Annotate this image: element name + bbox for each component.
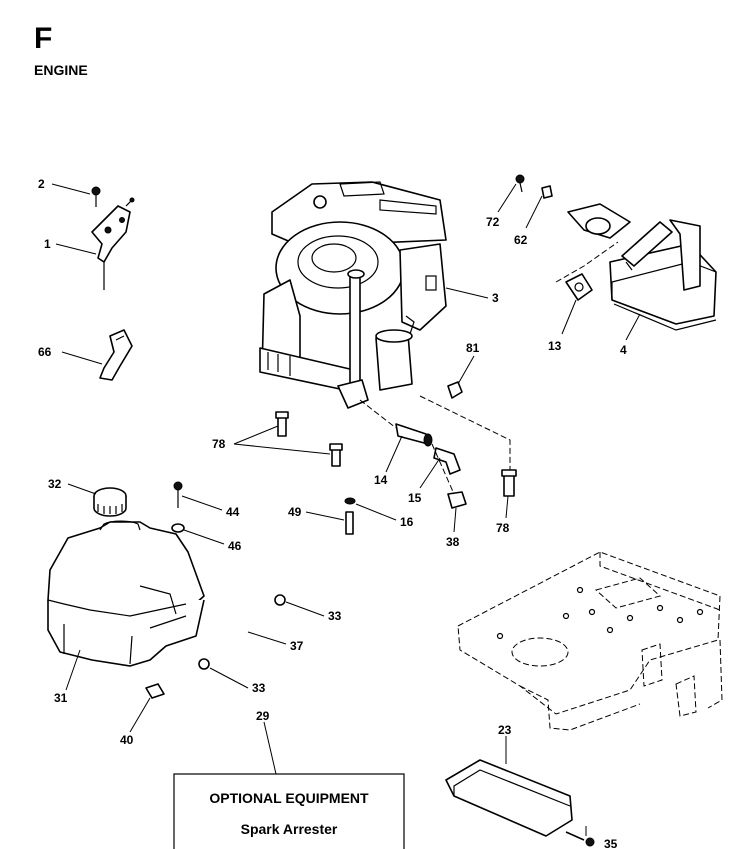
- callout-44: 44: [226, 505, 240, 519]
- section-title: ENGINE: [34, 62, 88, 78]
- callout-46: 46: [228, 539, 242, 553]
- connection-line-elbow: [431, 443, 455, 495]
- part-62-nut: [541, 185, 553, 199]
- callout-16: 16: [400, 515, 414, 529]
- part-78-bolt-mid: [329, 443, 343, 467]
- section-letter: F: [34, 22, 53, 55]
- part-37-fuel-hose: [209, 599, 277, 659]
- part-35-screw: [565, 831, 595, 847]
- part-23-shield: [445, 759, 573, 837]
- optional-equipment-title: OPTIONAL EQUIPMENT: [209, 790, 369, 806]
- callout-62: 62: [514, 233, 528, 247]
- part-78-bolt-left: [275, 411, 289, 437]
- part-46-washer: [171, 523, 185, 533]
- part-31-fuel-tank: [47, 520, 205, 667]
- part-33-clamp-top: [274, 594, 286, 606]
- part-44-screw: [173, 481, 183, 508]
- callout-81: 81: [466, 341, 480, 355]
- callout-66: 66: [38, 345, 52, 359]
- callout-2: 2: [38, 177, 45, 191]
- callout-1: 1: [44, 237, 51, 251]
- part-14-fitting: [395, 423, 433, 447]
- callout-35: 35: [604, 837, 618, 849]
- part-4-muffler: [567, 203, 717, 331]
- callout-78-right: 78: [496, 521, 510, 535]
- callout-40: 40: [120, 733, 134, 747]
- optional-equipment-item: Spark Arrester: [241, 821, 338, 837]
- optional-equipment-box: OPTIONAL EQUIPMENT Spark Arrester: [173, 773, 405, 849]
- part-15-elbow: [433, 447, 461, 475]
- callout-31: 31: [54, 691, 68, 705]
- part-38-nut: [447, 491, 467, 509]
- part-40-nut: [145, 683, 165, 699]
- part-49-bolt: [345, 511, 354, 535]
- callout-29: 29: [256, 709, 270, 723]
- callout-15: 15: [408, 491, 422, 505]
- callout-33-top: 33: [328, 609, 342, 623]
- callout-23: 23: [498, 723, 512, 737]
- callout-38: 38: [446, 535, 460, 549]
- callout-13: 13: [548, 339, 562, 353]
- callout-3: 3: [492, 291, 499, 305]
- connection-line-muffler: [555, 241, 619, 283]
- leader-lines: [51, 183, 641, 836]
- part-78-bolt-right: [501, 469, 517, 497]
- part-32-fuel-cap: [93, 487, 127, 517]
- part-13-gasket: [565, 273, 593, 301]
- part-2-screw: [91, 186, 101, 207]
- callout-78-left: 78: [212, 437, 226, 451]
- part-1-control-bracket: [91, 197, 135, 290]
- connection-line-fitting: [359, 399, 397, 429]
- callout-32: 32: [48, 477, 62, 491]
- part-16-washer: [344, 497, 356, 505]
- callout-14: 14: [374, 473, 388, 487]
- chassis-frame: [457, 551, 723, 731]
- part-66-clip: [99, 329, 133, 381]
- callout-49: 49: [288, 505, 302, 519]
- callout-72: 72: [486, 215, 500, 229]
- callout-33-bottom: 33: [252, 681, 266, 695]
- part-81-nut: [447, 381, 463, 399]
- callout-37: 37: [290, 639, 304, 653]
- part-33-clamp-bottom: [198, 658, 210, 670]
- connection-line-engine-bolt: [419, 395, 511, 470]
- part-3-engine: [259, 181, 447, 409]
- callout-4: 4: [620, 343, 627, 357]
- part-72-screw: [515, 174, 525, 193]
